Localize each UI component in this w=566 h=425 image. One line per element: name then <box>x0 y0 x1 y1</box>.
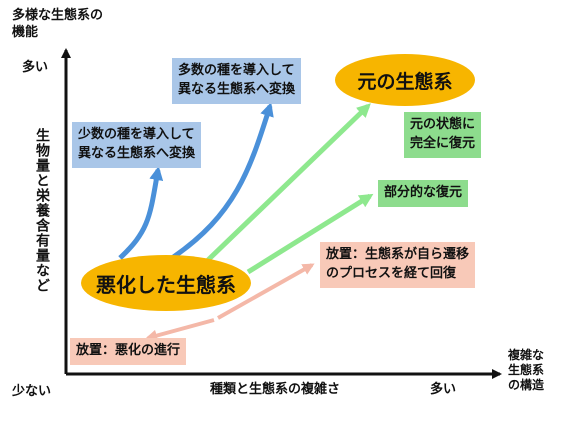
neglect-worsen-text: 放置：悪化の進行 <box>76 343 181 358</box>
x-axis-end-label: 複雑な 生態系 の構造 <box>508 348 544 393</box>
y-axis-title-line2: 機能 <box>12 24 39 40</box>
few-species-line1: 少数の種を導入して <box>78 127 195 142</box>
degraded-ecosystem-label: 悪化した生態系 <box>96 272 236 297</box>
few-species-box: 少数の種を導入して 異なる生態系へ変換 <box>72 122 202 168</box>
full-restore-arrow <box>206 103 371 262</box>
neglect-recover-box: 放置：生態系が自ら遷移 のプロセスを経て回復 <box>320 242 476 288</box>
x-axis-end-line2: 生態系 <box>508 363 545 377</box>
partial-restore-text: 部分的な復元 <box>384 185 463 200</box>
neglect-recover-line1: 放置：生態系が自ら遷移 <box>326 247 470 262</box>
neglect-worsen-arrow <box>145 318 215 342</box>
neglect-recover-line2: のプロセスを経て回復 <box>326 265 457 281</box>
x-axis-high-label: 多い <box>430 382 457 397</box>
many-species-box: 多数の種を導入して 異なる生態系へ変換 <box>172 58 302 104</box>
many-species-line1: 多数の種を導入して <box>178 63 295 78</box>
few-species-line2: 異なる生態系へ変換 <box>78 145 196 161</box>
many-species-arrow <box>170 102 274 261</box>
full-restore-box: 元の状態に 完全に復元 <box>404 112 482 158</box>
y-axis-low-label: 少ない <box>12 384 52 399</box>
full-restore-line1: 元の状態に <box>410 117 476 132</box>
y-axis-high-label: 多い <box>22 60 49 75</box>
few-species-arrow <box>118 166 164 260</box>
y-axis-title: 多様な生態系の 機能 <box>12 8 103 42</box>
y-axis-title-line1: 多様な生態系の <box>12 8 104 23</box>
original-ecosystem-ellipse <box>335 54 475 106</box>
x-axis-end-line1: 複雑な <box>508 348 545 362</box>
partial-restore-box: 部分的な復元 <box>378 180 469 207</box>
y-axis-vertical-label: 生物量と栄養含有量など <box>34 128 50 293</box>
neglect-arrow <box>217 263 315 320</box>
x-axis-title: 種類と生態系の複雑さ <box>210 382 341 397</box>
x-axis-end-line3: の構造 <box>508 378 545 392</box>
full-restore-line2: 完全に復元 <box>410 135 476 151</box>
many-species-line2: 異なる生態系へ変換 <box>178 81 296 97</box>
degraded-ecosystem-ellipse <box>81 255 251 311</box>
neglect-worsen-box: 放置：悪化の進行 <box>70 338 187 365</box>
original-ecosystem-label: 元の生態系 <box>357 70 453 93</box>
partial-restore-arrow <box>246 193 374 275</box>
